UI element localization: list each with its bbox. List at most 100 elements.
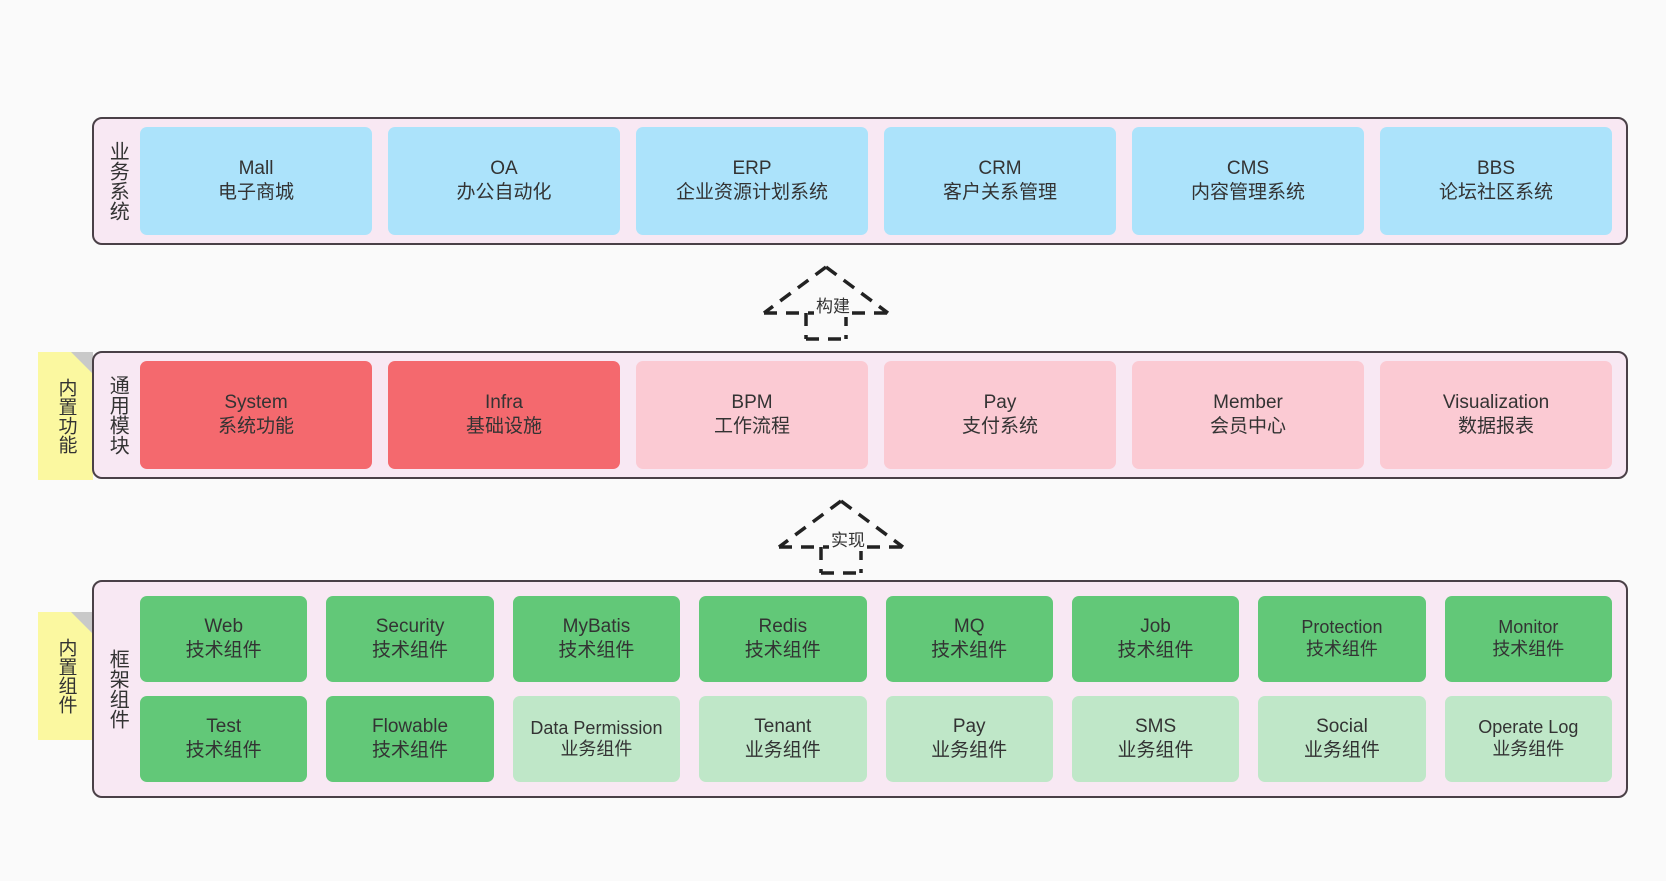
framework-tech-row: Web 技术组件 Security 技术组件 MyBatis 技术组件 Redi… — [140, 596, 1612, 682]
layer-title-common-modules: 通用模块 — [106, 375, 129, 455]
node-operate-log[interactable]: Operate Log 业务组件 — [1444, 696, 1612, 782]
node-subtitle: 业务组件 — [1492, 739, 1565, 759]
node-subtitle: 业务组件 — [1117, 740, 1194, 761]
note-label: 内置组件 — [55, 638, 77, 714]
node-title: Operate Log — [1478, 717, 1579, 738]
node-title: CMS — [1226, 157, 1270, 179]
node-title: OA — [490, 157, 518, 179]
layer-title-framework-components: 框架组件 — [106, 649, 129, 729]
node-subtitle: 办公自动化 — [456, 182, 552, 203]
node-subtitle: 技术组件 — [1492, 639, 1565, 659]
node-subtitle: 技术组件 — [185, 740, 262, 761]
node-subtitle: 电子商城 — [217, 182, 294, 203]
node-title: Tenant — [754, 715, 812, 737]
node-web[interactable]: Web 技术组件 — [140, 596, 308, 682]
layer-common-modules[interactable]: 通用模块 System 系统功能 Infra 基础设施 BPM 工作流程 Pay… — [92, 351, 1628, 479]
node-subtitle: 数据报表 — [1457, 416, 1534, 437]
node-subtitle: 业务组件 — [560, 739, 633, 759]
node-visualization[interactable]: Visualization 数据报表 — [1380, 361, 1612, 469]
node-title: Member — [1213, 391, 1283, 413]
node-subtitle: 技术组件 — [558, 640, 635, 661]
node-subtitle: 论坛社区系统 — [1438, 182, 1553, 203]
node-subtitle: 业务组件 — [1303, 740, 1380, 761]
node-subtitle: 技术组件 — [931, 640, 1008, 661]
connector-build-label: 构建 — [814, 292, 852, 317]
node-title: Protection — [1301, 617, 1383, 638]
framework-business-row: Test 技术组件 Flowable 技术组件 Data Permission … — [140, 696, 1612, 782]
node-system[interactable]: System 系统功能 — [140, 361, 372, 469]
node-title: Flowable — [372, 715, 449, 737]
node-bbs[interactable]: BBS 论坛社区系统 — [1380, 127, 1612, 235]
layer-framework-components[interactable]: 框架组件 Web 技术组件 Security 技术组件 MyBatis 技术组件… — [92, 580, 1628, 798]
node-subtitle: 基础设施 — [465, 416, 542, 437]
node-title: ERP — [732, 157, 772, 179]
node-subtitle: 技术组件 — [1305, 639, 1378, 659]
node-title: Web — [204, 615, 244, 637]
layer-body-common-modules: System 系统功能 Infra 基础设施 BPM 工作流程 Pay 支付系统… — [140, 353, 1626, 477]
node-cms[interactable]: CMS 内容管理系统 — [1132, 127, 1364, 235]
note-builtin-components: 内置组件 — [38, 612, 93, 740]
node-pay-module[interactable]: Pay 支付系统 — [884, 361, 1116, 469]
node-title: BPM — [731, 391, 773, 413]
connector-implement-label: 实现 — [829, 526, 867, 551]
node-title: Pay — [983, 391, 1017, 413]
node-subtitle: 系统功能 — [217, 416, 294, 437]
node-oa[interactable]: OA 办公自动化 — [388, 127, 620, 235]
node-bpm[interactable]: BPM 工作流程 — [636, 361, 868, 469]
node-title: CRM — [978, 157, 1022, 179]
node-subtitle: 业务组件 — [931, 740, 1008, 761]
node-subtitle: 工作流程 — [713, 416, 790, 437]
node-mall[interactable]: Mall 电子商城 — [140, 127, 372, 235]
node-mq[interactable]: MQ 技术组件 — [885, 596, 1053, 682]
layer-body-business-systems: Mall 电子商城 OA 办公自动化 ERP 企业资源计划系统 CRM 客户关系… — [140, 119, 1626, 243]
node-member[interactable]: Member 会员中心 — [1132, 361, 1364, 469]
node-title: BBS — [1476, 157, 1516, 179]
node-security[interactable]: Security 技术组件 — [326, 596, 494, 682]
note-builtin-features: 内置功能 — [38, 352, 93, 480]
node-subtitle: 会员中心 — [1209, 416, 1286, 437]
connector-implement: 实现 — [775, 497, 907, 575]
node-subtitle: 企业资源计划系统 — [675, 182, 828, 203]
node-social[interactable]: Social 业务组件 — [1258, 696, 1426, 782]
node-subtitle: 技术组件 — [1117, 640, 1194, 661]
node-title: Visualization — [1442, 391, 1550, 413]
node-title: Redis — [758, 615, 808, 637]
node-title: Mall — [238, 157, 274, 179]
layer-title-business-systems: 业务系统 — [106, 141, 129, 221]
node-subtitle: 业务组件 — [744, 740, 821, 761]
node-protection[interactable]: Protection 技术组件 — [1258, 596, 1426, 682]
node-subtitle: 客户关系管理 — [942, 182, 1057, 203]
node-crm[interactable]: CRM 客户关系管理 — [884, 127, 1116, 235]
node-subtitle: 技术组件 — [372, 740, 449, 761]
node-title: Security — [375, 615, 445, 637]
node-title: SMS — [1134, 715, 1177, 737]
connector-build: 构建 — [760, 263, 892, 341]
note-fold-corner-icon — [71, 612, 93, 634]
node-erp[interactable]: ERP 企业资源计划系统 — [636, 127, 868, 235]
node-subtitle: 技术组件 — [744, 640, 821, 661]
layer-business-systems[interactable]: 业务系统 Mall 电子商城 OA 办公自动化 ERP 企业资源计划系统 CRM… — [92, 117, 1628, 245]
node-flowable[interactable]: Flowable 技术组件 — [326, 696, 494, 782]
node-job[interactable]: Job 技术组件 — [1071, 596, 1240, 682]
node-mybatis[interactable]: MyBatis 技术组件 — [512, 596, 681, 682]
node-title: Monitor — [1498, 617, 1559, 638]
node-subtitle: 技术组件 — [372, 640, 449, 661]
node-pay-component[interactable]: Pay 业务组件 — [885, 696, 1053, 782]
node-sms[interactable]: SMS 业务组件 — [1071, 696, 1240, 782]
node-test[interactable]: Test 技术组件 — [140, 696, 308, 782]
node-title: System — [224, 391, 288, 413]
node-subtitle: 支付系统 — [961, 416, 1038, 437]
note-label: 内置功能 — [55, 378, 77, 454]
node-redis[interactable]: Redis 技术组件 — [699, 596, 867, 682]
node-title: Pay — [952, 715, 986, 737]
node-title: Data Permission — [530, 717, 663, 738]
node-title: Social — [1316, 715, 1368, 737]
node-infra[interactable]: Infra 基础设施 — [388, 361, 620, 469]
node-tenant[interactable]: Tenant 业务组件 — [699, 696, 867, 782]
node-title: MQ — [953, 615, 985, 637]
node-monitor[interactable]: Monitor 技术组件 — [1444, 596, 1612, 682]
node-title: Infra — [484, 391, 524, 413]
layer-body-framework-components: Web 技术组件 Security 技术组件 MyBatis 技术组件 Redi… — [140, 582, 1626, 796]
node-data-permission[interactable]: Data Permission 业务组件 — [512, 696, 681, 782]
